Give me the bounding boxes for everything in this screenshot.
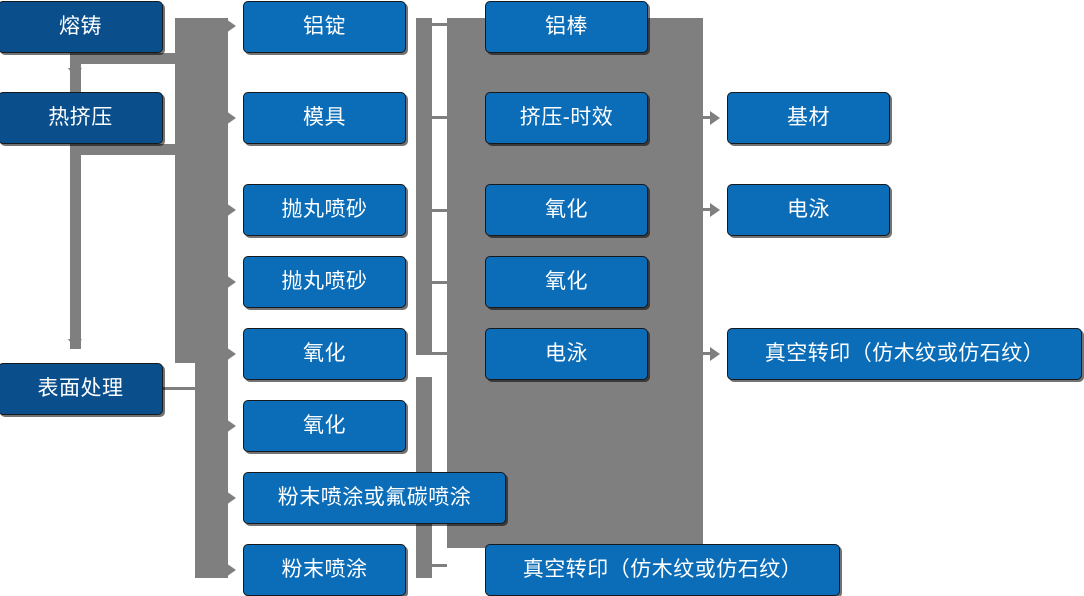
down-arrow-to-surface-treatment xyxy=(68,339,82,349)
material-box-oxidation-1[interactable]: 氧化 xyxy=(243,328,406,380)
process-box-extrusion-aging[interactable]: 挤压-时效 xyxy=(485,92,648,144)
left-bundle-arrow-4 xyxy=(226,275,236,289)
output-box-vacuum-transfer-printing[interactable]: 真空转印（仿木纹或仿石纹） xyxy=(727,328,1082,380)
left-bundle-stage3-riser xyxy=(70,64,81,349)
down-arrow-to-hot-extrusion xyxy=(68,68,82,78)
stage-box-hot-extrusion[interactable]: 热挤压 xyxy=(0,92,163,144)
left-bundle-stage1-feed xyxy=(70,53,175,64)
output-arrow-head-2 xyxy=(710,203,720,217)
middle-bundle-rail-upper xyxy=(416,18,432,355)
material-box-aluminum-ingot[interactable]: 铝锭 xyxy=(243,1,406,53)
left-bundle-arrow-7 xyxy=(226,491,236,505)
middle-bundle-tick-5 xyxy=(432,352,447,355)
process-box-oxidation-1[interactable]: 氧化 xyxy=(485,184,648,236)
left-bundle-stage3-stub xyxy=(163,387,195,390)
output-arrow-head-1 xyxy=(710,111,720,125)
middle-bundle-tick-2 xyxy=(432,116,447,119)
material-box-powder-coating[interactable]: 粉末喷涂 xyxy=(243,544,406,596)
stage-box-surface-treatment[interactable]: 表面处理 xyxy=(0,363,163,415)
left-bundle-arrow-8 xyxy=(226,563,236,577)
process-box-electrophoresis[interactable]: 电泳 xyxy=(485,328,648,380)
middle-bundle-tick-1 xyxy=(432,23,447,26)
material-box-oxidation-2[interactable]: 氧化 xyxy=(243,400,406,452)
middle-bundle-tick-3 xyxy=(432,209,447,212)
left-bundle-trunk-upper xyxy=(175,18,228,363)
middle-bundle-tick-4 xyxy=(432,281,447,284)
process-box-aluminum-rod[interactable]: 铝棒 xyxy=(485,1,648,53)
material-box-shot-blasting-1[interactable]: 抛丸喷砂 xyxy=(243,184,406,236)
process-box-vacuum-transfer-printing[interactable]: 真空转印（仿木纹或仿石纹） xyxy=(485,544,840,596)
left-bundle-stage2-feed xyxy=(70,144,175,155)
left-bundle-arrow-1 xyxy=(226,19,236,33)
left-bundle-arrow-5 xyxy=(226,347,236,361)
material-box-shot-blasting-2[interactable]: 抛丸喷砂 xyxy=(243,256,406,308)
output-arrow-head-3 xyxy=(710,347,720,361)
stage-box-melting-casting[interactable]: 熔铸 xyxy=(0,1,163,53)
material-box-powder-or-fluorocarbon-coating[interactable]: 粉末喷涂或氟碳喷涂 xyxy=(243,472,506,524)
left-bundle-arrow-3 xyxy=(226,203,236,217)
process-box-oxidation-2[interactable]: 氧化 xyxy=(485,256,648,308)
output-box-base-material[interactable]: 基材 xyxy=(727,92,890,144)
left-bundle-arrow-2 xyxy=(226,111,236,125)
left-bundle-arrow-6 xyxy=(226,419,236,433)
middle-bundle-tick-6 xyxy=(432,564,447,567)
output-box-electrophoresis[interactable]: 电泳 xyxy=(727,184,890,236)
left-bundle-trunk-lower xyxy=(195,363,228,578)
material-box-mold[interactable]: 模具 xyxy=(243,92,406,144)
